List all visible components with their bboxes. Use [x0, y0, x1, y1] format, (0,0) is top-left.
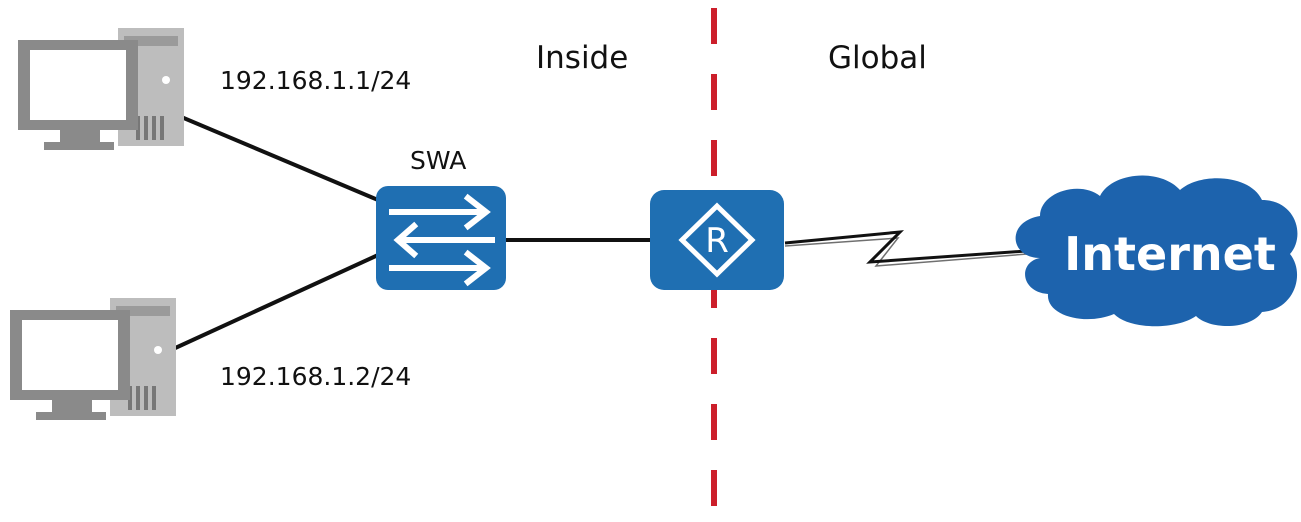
link-host1-switch [159, 106, 379, 202]
host-2-desktop-computer-icon [10, 298, 176, 420]
internet-cloud-icon: Internet [1015, 175, 1298, 327]
switch-label: SWA [410, 146, 467, 175]
router-diamond-icon: R [650, 190, 784, 290]
inside-zone-label: Inside [536, 40, 629, 76]
host-1-desktop-computer-icon [18, 28, 184, 150]
router-letter: R [705, 221, 729, 261]
host-2-ip-label: 192.168.1.2/24 [220, 362, 412, 391]
serial-link-router-internet [784, 230, 1041, 264]
internet-label: Internet [1064, 227, 1276, 281]
switch-arrows-icon [376, 186, 506, 290]
global-zone-label: Global [828, 40, 927, 76]
serial-link-shadow [784, 237, 1041, 267]
link-host2-switch [159, 253, 379, 357]
host-1-ip-label: 192.168.1.1/24 [220, 66, 412, 95]
